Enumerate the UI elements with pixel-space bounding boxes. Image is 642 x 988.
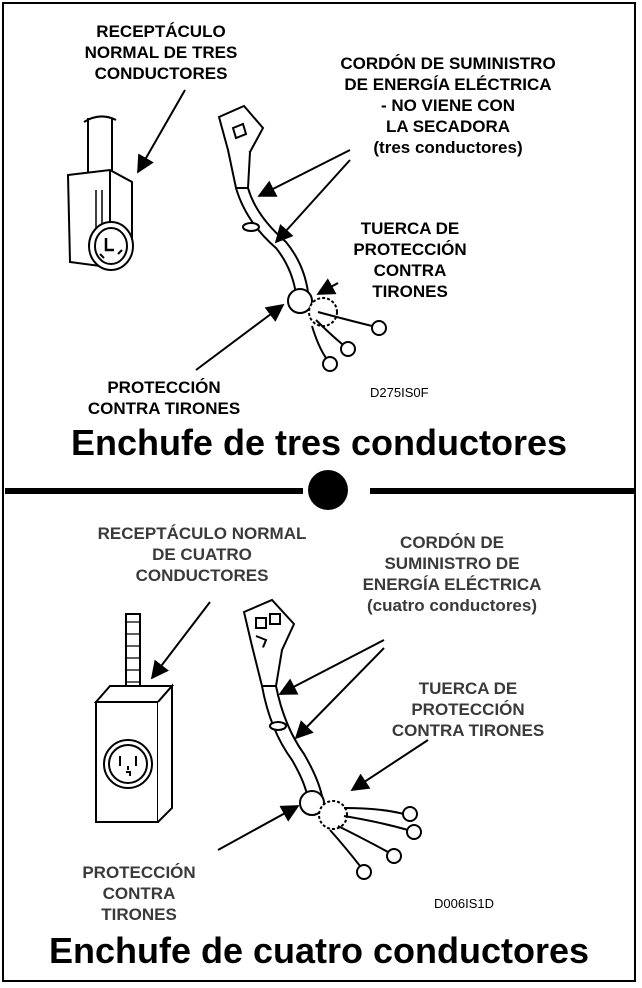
four-wire-strain-relief-label: PROTECCIÓN CONTRA TIRONES (82, 863, 196, 924)
three-wire-receptacle-illustration (66, 115, 134, 271)
four-wire-callout-arrows (150, 601, 429, 851)
section-divider (5, 470, 634, 510)
four-wire-cord-label: CORDÓN DE SUMINISTRO DE ENERGÍA ELÉCTRIC… (362, 533, 542, 615)
three-wire-callout-arrows (137, 89, 351, 371)
three-wire-cord-label: CORDÓN DE SUMINISTRO DE ENERGÍA ELÉCTRIC… (340, 54, 556, 157)
three-wire-figure-code: D275IS0F (370, 385, 429, 400)
four-wire-receptacle-label: RECEPTÁCULO NORMAL DE CUATRO CONDUCTORES (97, 524, 307, 585)
four-wire-figure-code: D006IS1D (434, 896, 494, 911)
three-wire-title: Enchufe de tres conductores (70, 422, 568, 463)
four-wire-cord-illustration (242, 598, 422, 880)
three-wire-cord-illustration (217, 104, 387, 372)
four-wire-nut-label: TUERCA DE PROTECCIÓN CONTRA TIRONES (391, 679, 545, 740)
diagram-frame (2, 2, 636, 982)
three-wire-strain-relief-label: PROTECCIÓN CONTRA TIRONES (87, 378, 241, 418)
four-wire-receptacle-illustration (93, 613, 175, 823)
three-wire-receptacle-label: RECEPTÁCULO NORMAL DE TRES CONDUCTORES (84, 22, 238, 83)
four-wire-title: Enchufe de cuatro conductores (48, 930, 590, 971)
three-wire-nut-label: TUERCA DE PROTECCIÓN CONTRA TIRONES (353, 219, 467, 301)
